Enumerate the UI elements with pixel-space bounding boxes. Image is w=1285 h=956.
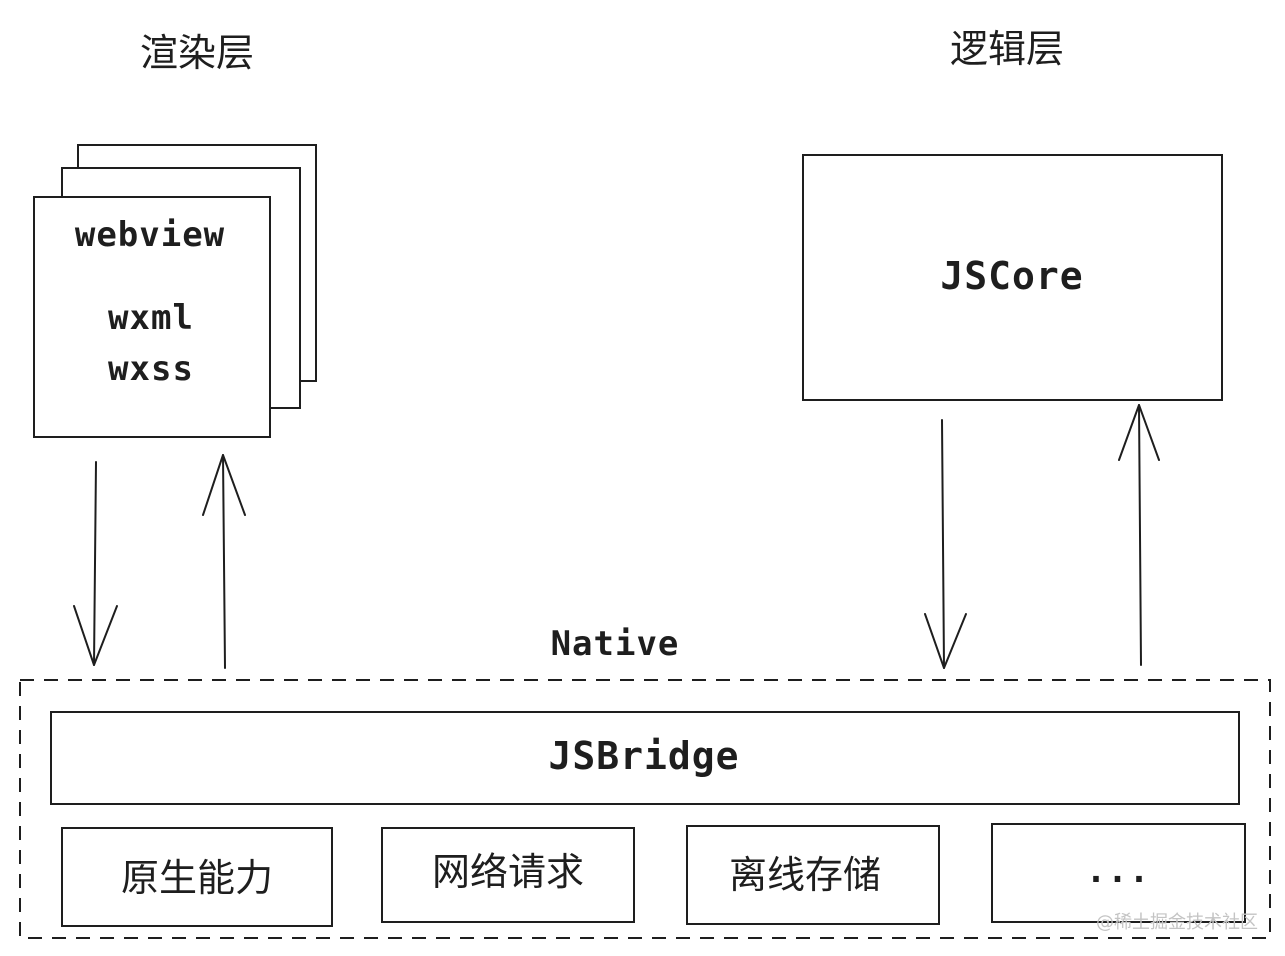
capability-label: 离线存储: [729, 853, 881, 897]
capability-more: ...: [991, 823, 1246, 923]
webview-stack: webview wxml wxss: [33, 144, 317, 438]
webview-label: webview: [75, 215, 225, 255]
native-container: [19, 679, 1271, 939]
watermark-text: @稀土掘金技术社区: [1096, 912, 1258, 933]
capability-offline-storage: 离线存储: [686, 825, 940, 925]
capability-label: ...: [1086, 851, 1150, 891]
jsbridge-bar: JSBridge: [50, 711, 1240, 805]
native-label: Native: [551, 624, 680, 664]
capability-frame: [686, 825, 940, 925]
capability-label: 网络请求: [432, 850, 584, 894]
logic-down-arrow: [924, 419, 967, 669]
capability-native-ability: 原生能力: [61, 827, 333, 927]
webview-page-front: [33, 196, 271, 438]
logic-layer-title: 逻辑层: [950, 27, 1064, 71]
render-up-arrow: [202, 454, 246, 669]
logic-up-arrow: [1118, 404, 1160, 666]
capability-frame: [381, 827, 635, 923]
jscore-frame: [802, 154, 1223, 401]
render-down-arrow: [73, 461, 118, 666]
capability-frame: [991, 823, 1246, 923]
jscore-label: JSCore: [940, 254, 1083, 298]
capability-network-request: 网络请求: [381, 827, 635, 923]
capability-label: 原生能力: [121, 856, 273, 900]
jsbridge-frame: [50, 711, 1240, 805]
wxss-label: wxss: [108, 349, 194, 389]
render-layer-title: 渲染层: [140, 31, 254, 75]
jscore-box: JSCore: [802, 154, 1223, 401]
capability-frame: [61, 827, 333, 927]
wxml-label: wxml: [108, 298, 194, 338]
jsbridge-label: JSBridge: [548, 734, 739, 778]
